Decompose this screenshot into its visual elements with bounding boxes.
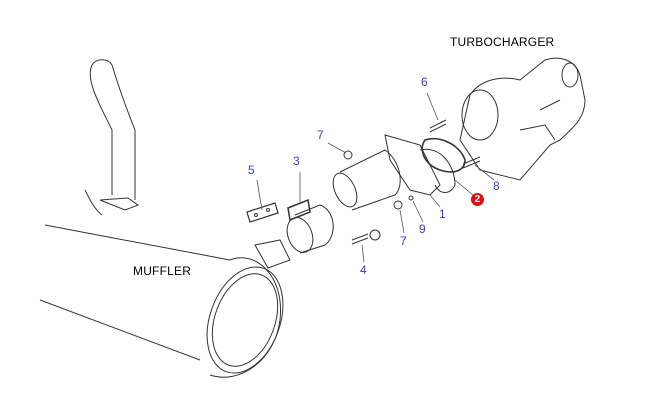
turbocharger-drawing: [459, 57, 586, 181]
gasket-drawing: [421, 138, 466, 173]
nut-7-lower-drawing: [393, 200, 403, 210]
callout-2-highlighted[interactable]: 2: [471, 193, 484, 206]
exhaust-pipe-drawing: [332, 134, 456, 211]
callout-6[interactable]: 6: [421, 75, 428, 89]
bolt-drawing: [351, 233, 369, 245]
callout-8[interactable]: 8: [493, 179, 500, 193]
callout-3[interactable]: 3: [293, 154, 300, 168]
callout-4[interactable]: 4: [360, 263, 367, 277]
leader-lines: [256, 92, 495, 263]
muffler-label: MUFFLER: [133, 264, 192, 278]
stud-6-drawing: [429, 119, 447, 133]
callout-5[interactable]: 5: [248, 163, 255, 177]
callout-9[interactable]: 9: [419, 222, 426, 236]
muffler-drawing: [39, 59, 291, 378]
callout-1[interactable]: 1: [439, 207, 446, 221]
stud-8-drawing: [462, 156, 481, 169]
callout-7-lower[interactable]: 7: [400, 234, 407, 248]
clamp-drawing: [246, 198, 334, 254]
washer-drawing: [408, 195, 414, 201]
callout-7-upper[interactable]: 7: [317, 128, 324, 142]
nut-7-upper-drawing: [343, 150, 353, 160]
turbocharger-label: TURBOCHARGER: [450, 35, 555, 49]
